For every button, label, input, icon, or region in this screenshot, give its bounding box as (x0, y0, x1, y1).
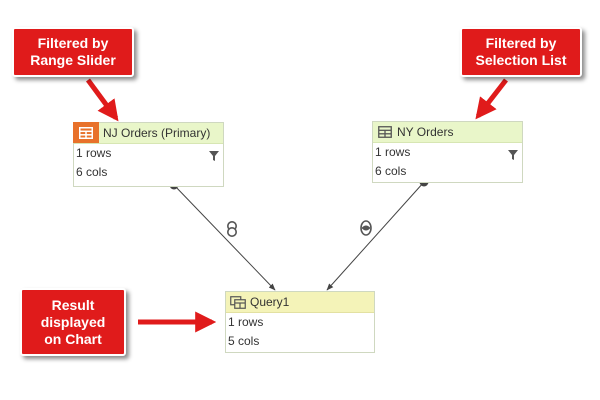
node-title: NJ Orders (Primary) (103, 126, 211, 140)
node-cols-count: 6 cols (74, 163, 223, 182)
filter-icon[interactable] (508, 147, 518, 166)
node-cols-count: 6 cols (373, 162, 522, 181)
inner-join-icon[interactable] (360, 220, 372, 236)
callout-line: displayed (40, 313, 106, 330)
node-title: NY Orders (397, 125, 454, 139)
node-header[interactable]: NJ Orders (Primary) (73, 122, 223, 144)
filter-icon[interactable] (209, 148, 219, 167)
connector-ny-to-query (326, 181, 425, 291)
callout-line: Selection List (475, 52, 567, 68)
callout-filtered-by-selection-list: Filtered by Selection List (460, 27, 582, 77)
rows-label: 1 rows (228, 315, 264, 329)
node-header[interactable]: NY Orders (373, 122, 522, 143)
rows-label: 1 rows (375, 145, 411, 159)
table-icon (73, 122, 99, 143)
table-icon (375, 126, 395, 138)
query-icon (228, 295, 248, 309)
rows-label: 1 rows (76, 146, 112, 160)
callout-line: Range Slider (30, 52, 116, 68)
node-ny-orders[interactable]: NY Orders 1 rows 6 cols (372, 121, 523, 183)
callout-arrow-selection-list (475, 78, 508, 120)
callout-result-displayed-on-chart: Result displayed on Chart (20, 288, 126, 356)
callout-arrow-range-slider (85, 78, 119, 122)
callout-line: on Chart (44, 330, 102, 347)
node-rows-count: 1 rows (74, 144, 223, 163)
node-header[interactable]: Query1 (226, 292, 374, 313)
callout-line: Filtered by (37, 35, 109, 51)
node-query1[interactable]: Query1 1 rows 5 cols (225, 291, 375, 353)
callout-filtered-by-range-slider: Filtered by Range Slider (12, 27, 134, 77)
callout-line: Filtered by (485, 35, 557, 51)
callout-line: Result (51, 296, 95, 313)
node-cols-count: 5 cols (226, 332, 374, 351)
cols-label: 6 cols (76, 165, 108, 179)
node-nj-orders[interactable]: NJ Orders (Primary) 1 rows 6 cols (73, 122, 224, 187)
node-rows-count: 1 rows (226, 313, 374, 332)
cols-label: 5 cols (228, 334, 260, 348)
node-title: Query1 (250, 295, 290, 309)
cols-label: 6 cols (375, 164, 407, 178)
full-join-icon[interactable] (225, 221, 239, 238)
connector-nj-to-query (173, 184, 276, 291)
node-rows-count: 1 rows (373, 143, 522, 162)
